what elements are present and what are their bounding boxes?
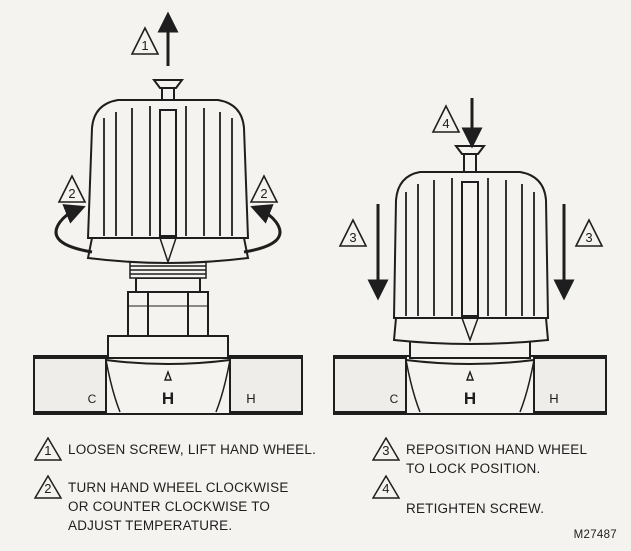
left-callout-2-right: 2 (249, 174, 279, 203)
step-2-number-badge: 2 (34, 475, 62, 499)
left-callout-2-right-label: 2 (260, 186, 267, 201)
step-2: 2 TURN HAND WHEEL CLOCKWISE OR COUNTER C… (34, 475, 289, 535)
right-callout-3-right-label: 3 (585, 230, 592, 245)
step-2-number: 2 (44, 481, 52, 496)
left-valve-hex-nut (127, 291, 209, 337)
valve-diagram: 1 2 2 C H H (33, 11, 607, 415)
left-port-c-label: C (88, 392, 97, 406)
step-1-text: LOOSEN SCREW, LIFT HAND WHEEL. (68, 442, 317, 457)
right-screw (454, 145, 486, 173)
step-1-number: 1 (44, 443, 52, 458)
step-4-number-badge: 4 (372, 475, 400, 499)
right-center-pointer (465, 370, 475, 381)
right-port-c-label: C (390, 392, 399, 406)
left-callout-1: 1 (130, 26, 160, 55)
rotate-arrow-left (54, 204, 93, 254)
right-callout-3-left: 3 (338, 218, 368, 247)
step-3-number: 3 (382, 443, 390, 458)
left-valve-body (33, 355, 303, 415)
rotate-arrow-right (243, 204, 282, 254)
right-valve-body (333, 355, 607, 415)
step-4: 4 RETIGHTEN SCREW. (372, 475, 545, 518)
right-callout-4-label: 4 (442, 116, 449, 131)
left-valve-threads (129, 261, 207, 279)
figure-code: M27487 (573, 529, 617, 541)
right-center-mark: H (464, 389, 476, 408)
step-2-text: TURN HAND WHEEL CLOCKWISE OR COUNTER CLO… (68, 480, 289, 533)
step-3-text: REPOSITION HAND WHEEL TO LOCK POSITION. (406, 442, 588, 476)
left-port-h-label: H (246, 391, 255, 406)
left-callout-2-left: 2 (57, 174, 87, 203)
left-center-pointer (163, 370, 173, 381)
step-1-number-badge: 1 (34, 437, 62, 461)
step-3: 3 REPOSITION HAND WHEEL TO LOCK POSITION… (372, 437, 588, 478)
right-callout-4: 4 (431, 104, 461, 133)
left-callout-1-label: 1 (141, 38, 148, 53)
step-4-number: 4 (382, 481, 390, 496)
right-hand-wheel (392, 171, 550, 345)
step-1: 1 LOOSEN SCREW, LIFT HAND WHEEL. (34, 437, 317, 461)
right-callout-3-right: 3 (574, 218, 604, 247)
left-valve (33, 79, 303, 415)
right-callout-3-left-label: 3 (349, 230, 356, 245)
step-3-number-badge: 3 (372, 437, 400, 461)
right-valve (333, 145, 607, 415)
left-screw (152, 79, 184, 101)
left-hand-wheel (86, 99, 250, 265)
left-center-mark: H (162, 389, 174, 408)
step-4-text: RETIGHTEN SCREW. (406, 501, 545, 516)
left-callout-2-left-label: 2 (68, 186, 75, 201)
right-port-h-label: H (549, 391, 558, 406)
